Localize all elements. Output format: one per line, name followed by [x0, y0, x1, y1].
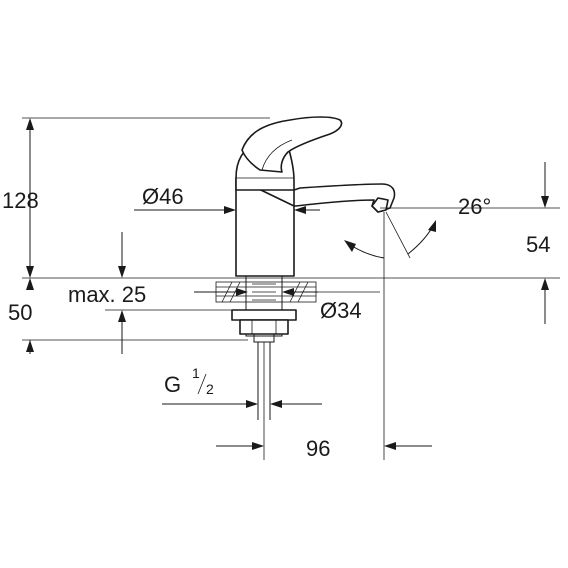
dim-diameter-46: Ø46: [134, 184, 320, 214]
thread-frac-slash: [197, 373, 207, 395]
lever-handle: [241, 116, 343, 173]
lever-detail: [261, 139, 293, 171]
reference-lines: [22, 117, 560, 460]
nut-body: [239, 319, 289, 335]
mounting-assembly: [215, 275, 317, 420]
faucet-body: [235, 177, 396, 277]
dim-diameter-34-label: Ø34: [320, 298, 362, 323]
dim-angle-26-label: 26°: [458, 194, 491, 219]
dim-angle-26: 26°: [344, 194, 491, 259]
dim-thread-g-half: G 1 2: [162, 365, 322, 408]
thread-frac-den: 2: [206, 381, 214, 397]
threaded-stem: [245, 275, 283, 337]
spout-aerator: [371, 197, 389, 213]
dim-54-label: 54: [526, 232, 550, 257]
dim-diameter-34: Ø34: [194, 288, 380, 323]
dim-96: 96: [216, 436, 432, 461]
thread-label: G: [164, 372, 181, 397]
faucet-outline: [235, 116, 396, 277]
dim-50-label: 50: [8, 300, 32, 325]
dim-128: 128: [2, 118, 39, 278]
thread-frac-num: 1: [192, 365, 200, 381]
dim-max-25: max. 25: [68, 232, 146, 354]
dim-96-label: 96: [306, 436, 330, 461]
dim-50: 50: [8, 278, 34, 354]
dim-128-label: 128: [2, 188, 39, 213]
lock-nut: [231, 309, 297, 321]
dim-diameter-46-label: Ø46: [142, 184, 184, 209]
dim-max-25-label: max. 25: [68, 282, 146, 307]
dim-54: 54: [526, 162, 550, 324]
tube-collar: [253, 334, 275, 343]
